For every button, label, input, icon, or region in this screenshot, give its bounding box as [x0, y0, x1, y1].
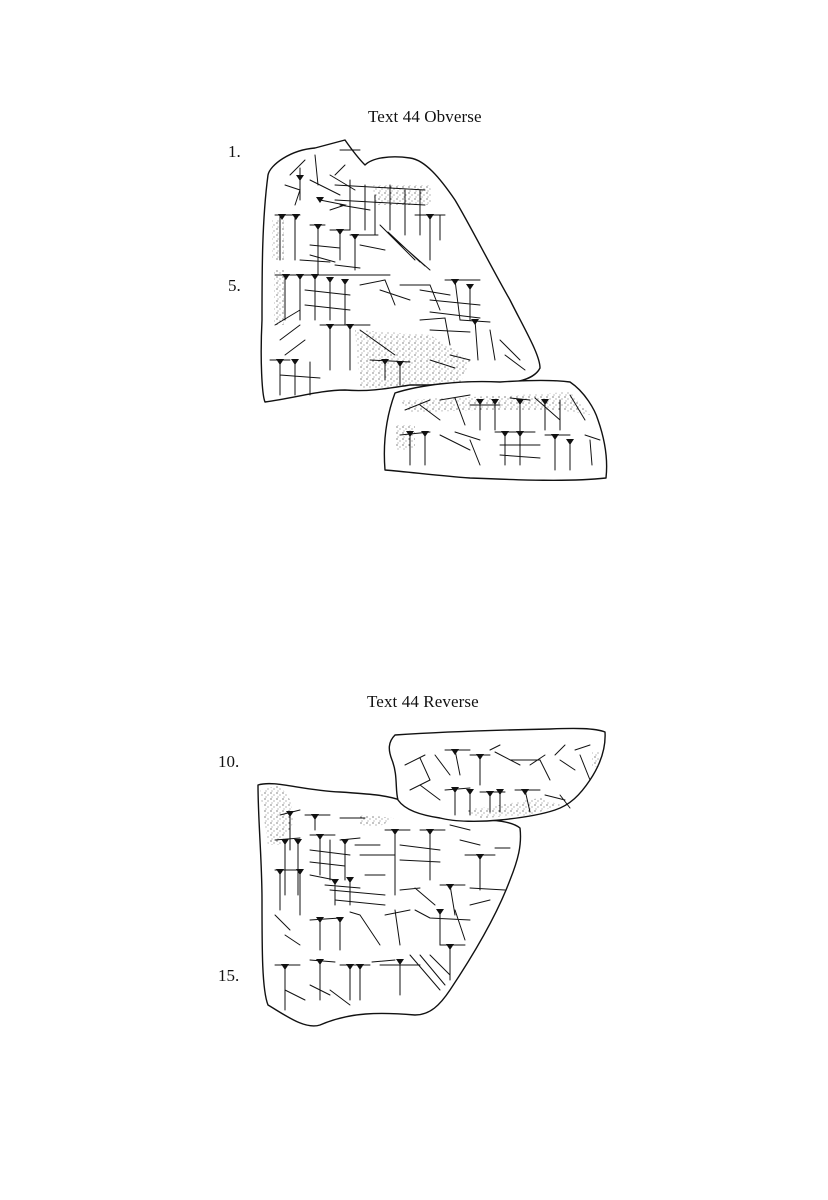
reverse-line-number-15: 15. — [218, 966, 240, 985]
obverse-line-number-1: 1. — [228, 142, 241, 161]
obverse-fragment-main — [260, 139, 541, 403]
reverse-title: Text 44 Reverse — [367, 692, 479, 711]
obverse-line-number-5: 5. — [228, 276, 241, 295]
reverse-line-number-10: 10. — [218, 752, 240, 771]
reverse-fragment-main — [257, 782, 522, 1027]
obverse-title: Text 44 Obverse — [368, 107, 482, 126]
reverse-fragment-upper — [388, 727, 606, 823]
obverse-fragment-lower — [383, 379, 608, 482]
